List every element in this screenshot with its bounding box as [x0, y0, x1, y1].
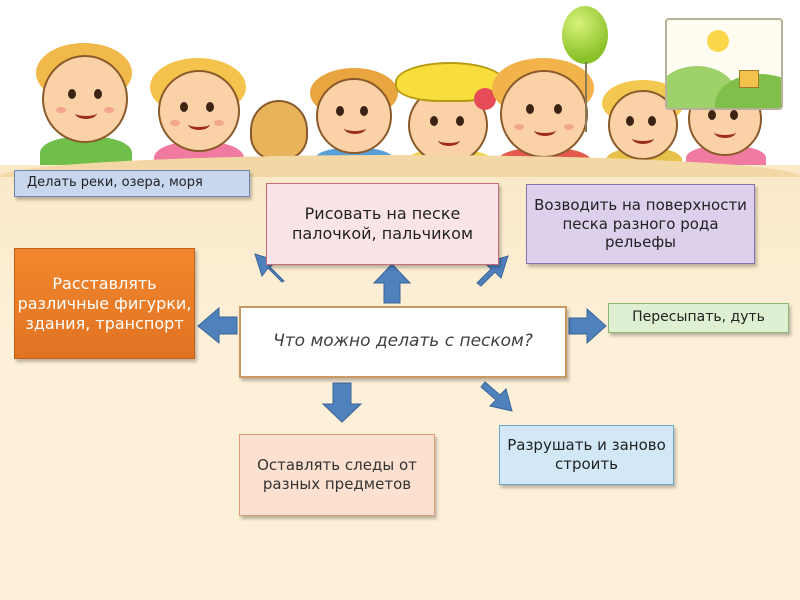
cat-icon	[250, 100, 308, 160]
sun-icon	[707, 30, 729, 52]
item-figures: Расставлять различные фигурки, здания, т…	[14, 248, 195, 359]
item-relief: Возводить на поверхности песка разного р…	[526, 184, 755, 264]
item-pour-blow: Пересыпать, дуть	[608, 303, 789, 333]
center-question: Что можно делать с песком?	[239, 306, 567, 378]
flower-icon	[474, 88, 496, 110]
balloon-icon	[562, 6, 608, 64]
children-illustration	[0, 0, 800, 184]
item-destroy-build: Разрушать и заново строить	[499, 425, 674, 485]
item-rivers: Делать реки, озера, моря	[14, 170, 250, 197]
drawing-icon	[665, 18, 783, 110]
item-draw: Рисовать на песке палочкой, пальчиком	[266, 183, 499, 265]
balloon-string	[585, 62, 587, 132]
house-icon	[739, 70, 759, 88]
item-traces: Оставлять следы от разных предметов	[239, 434, 435, 516]
